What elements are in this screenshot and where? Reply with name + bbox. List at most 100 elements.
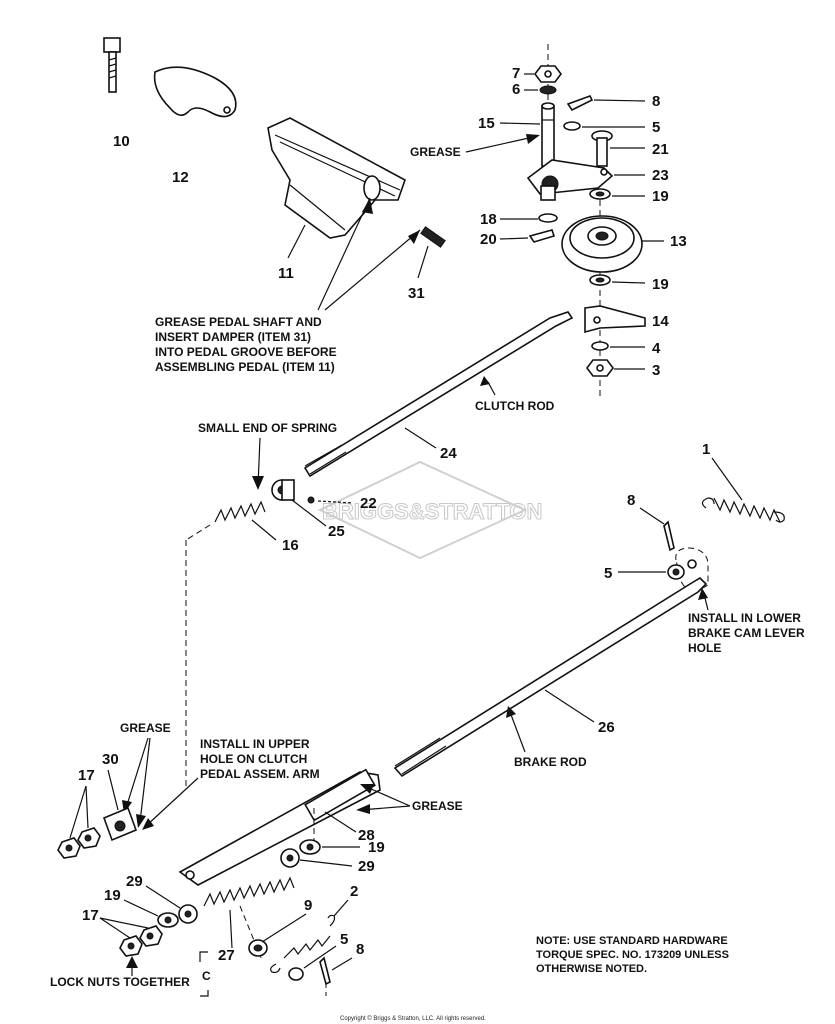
part-number-27: 27	[218, 947, 235, 964]
part-number-2: 2	[350, 883, 358, 900]
grease-label-mid: GREASE	[412, 799, 463, 813]
part-number-8-bottom: 8	[356, 941, 364, 958]
inset-c: C	[199, 951, 211, 997]
cotter-pin-8-right	[663, 520, 675, 552]
part-number-19-right: 19	[368, 839, 385, 856]
spring-27	[203, 876, 295, 907]
part-number-31: 31	[408, 285, 425, 302]
part-number-18: 18	[480, 211, 497, 228]
part-number-19-top: 19	[652, 188, 669, 205]
install-upper-line3: PEDAL ASSEM. ARM	[200, 767, 320, 781]
part-number-29-left: 29	[126, 873, 143, 890]
watermark-logo: BRIGGS&STRATTON	[317, 460, 543, 560]
brake-rod-label: BRAKE ROD	[514, 755, 587, 769]
part-number-22: 22	[360, 495, 377, 512]
part-number-5-right: 5	[604, 565, 612, 582]
part-number-6: 6	[512, 81, 520, 98]
part-number-26: 26	[598, 719, 615, 736]
brake-rod-26	[393, 576, 708, 778]
washer-18	[538, 213, 558, 223]
part-number-20: 20	[480, 231, 497, 248]
part-number-17-left: 17	[78, 767, 95, 784]
spring-1	[701, 497, 785, 523]
idler-pulley-13	[561, 215, 643, 273]
bracket-14	[584, 305, 646, 334]
ferrule-25	[271, 479, 295, 501]
pivot-15	[541, 102, 555, 167]
install-lower-line2: BRAKE CAM LEVER	[688, 626, 805, 640]
install-upper-line1: INSTALL IN UPPER	[200, 737, 310, 751]
cotter-pin-8-top	[566, 95, 594, 112]
part-number-17-bottom: 17	[82, 907, 99, 924]
note-line3: OTHERWISE NOTED.	[536, 963, 647, 975]
bushing-29-right	[280, 848, 300, 868]
pedal-11	[267, 117, 406, 239]
part-number-8-right: 8	[627, 492, 635, 509]
note-line2: TORQUE SPEC. NO. 173209 UNLESS	[536, 949, 729, 961]
washer-5-bottom	[288, 967, 304, 981]
bolt-21	[591, 130, 613, 167]
install-lower-line3: HOLE	[688, 641, 721, 655]
part-number-11: 11	[278, 265, 294, 282]
small-end-label: SMALL END OF SPRING	[198, 421, 337, 435]
copyright-footer: Copyright © Briggs & Stratton, LLC. All …	[340, 1015, 486, 1022]
nut-7	[534, 65, 562, 83]
washer-19-left	[157, 912, 179, 928]
plate-12	[153, 66, 237, 118]
part-number-24: 24	[440, 445, 457, 462]
part-number-30: 30	[102, 751, 119, 768]
grease-pedal-note-line3: INTO PEDAL GROOVE BEFORE	[155, 345, 337, 359]
part-number-4: 4	[652, 340, 661, 357]
nut-3	[586, 359, 614, 377]
cotter-pin-8-bottom	[319, 956, 331, 986]
watermark-text: BRIGGS&STRATTON	[322, 499, 542, 524]
part-number-5-top: 5	[652, 119, 660, 136]
install-lower-line1: INSTALL IN LOWER	[688, 611, 801, 625]
washer-19-top	[589, 188, 611, 200]
brake-cam-lever	[675, 547, 709, 596]
spring-16	[214, 500, 266, 523]
grease-label-top: GREASE	[410, 145, 461, 159]
part-number-21: 21	[652, 141, 669, 158]
washer-19-right	[299, 839, 321, 855]
part-number-12: 12	[172, 169, 189, 186]
part-number-28: 28	[358, 827, 375, 844]
pedal-arm-28	[178, 768, 381, 886]
part-number-10: 10	[113, 133, 130, 150]
bushing-29-left	[178, 904, 198, 924]
part-number-25: 25	[328, 523, 345, 540]
part-number-3: 3	[652, 362, 660, 379]
part-number-13: 13	[670, 233, 687, 250]
part-number-14: 14	[652, 313, 669, 330]
washer-9	[248, 939, 268, 957]
idler-arm-23	[526, 159, 614, 201]
note-line1: NOTE: USE STANDARD HARDWARE	[536, 935, 728, 947]
washer-5-top	[563, 121, 581, 131]
part-number-15: 15	[478, 115, 495, 132]
part-number-5-bottom: 5	[340, 931, 348, 948]
washer-6	[539, 85, 557, 95]
part-number-7: 7	[512, 65, 520, 82]
lock-nuts-label: LOCK NUTS TOGETHER	[50, 975, 190, 989]
part-number-16: 16	[282, 537, 299, 554]
clevis-30	[102, 806, 138, 842]
washer-4	[591, 341, 609, 351]
part-number-29-right: 29	[358, 858, 375, 875]
washer-19-mid	[589, 274, 611, 286]
bolt-10	[103, 37, 121, 93]
part-number-19-left: 19	[104, 887, 121, 904]
screw-22	[307, 496, 315, 504]
cotter-pin-20	[528, 229, 556, 243]
part-number-23: 23	[652, 167, 669, 184]
grease-label-left: GREASE	[120, 721, 171, 735]
inset-c-letter: C	[202, 969, 211, 983]
part-number-1: 1	[702, 441, 710, 458]
nuts-17-left	[57, 827, 101, 859]
clutch-rod-24	[303, 311, 574, 478]
part-number-19-mid: 19	[652, 276, 669, 293]
damper-31	[420, 226, 446, 248]
grease-pedal-note-line2: INSERT DAMPER (ITEM 31)	[155, 330, 311, 344]
part-number-8-top: 8	[652, 93, 660, 110]
part-number-9: 9	[304, 897, 312, 914]
